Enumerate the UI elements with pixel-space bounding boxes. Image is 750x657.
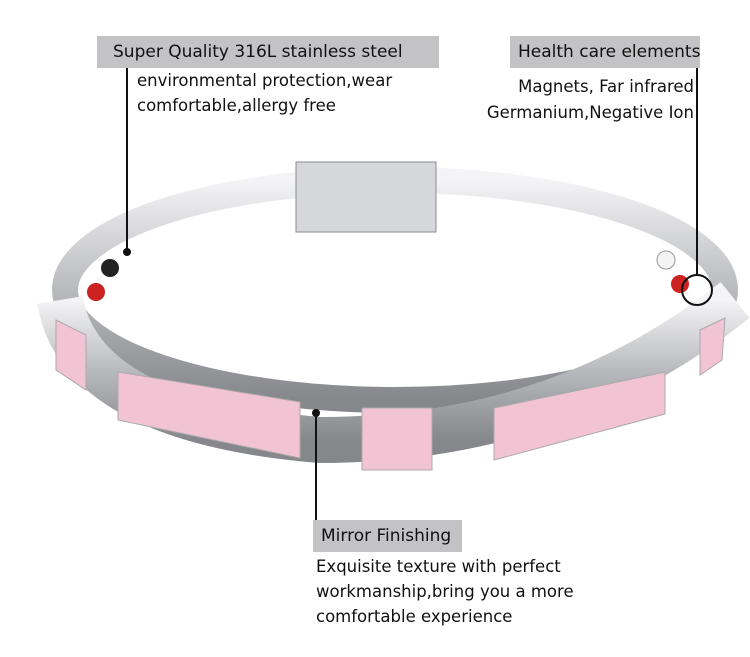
bracelet-front-band xyxy=(37,282,750,464)
magnet xyxy=(101,259,119,277)
callout-steel-line: comfortable,allergy free xyxy=(137,96,336,115)
pink-panel xyxy=(361,407,433,471)
callout-health-line: Magnets, Far infrared xyxy=(518,77,694,96)
pink-panel xyxy=(55,319,87,391)
callout-finish-line: Exquisite texture with perfect xyxy=(316,557,561,576)
magnet xyxy=(87,283,105,301)
callout-steel-line: environmental protection,wear xyxy=(137,71,393,90)
pointer-line-steel xyxy=(126,68,128,252)
pink-panel xyxy=(699,317,726,376)
pointer-line-finish xyxy=(315,413,317,521)
pink-panel xyxy=(117,371,301,459)
pink-panel xyxy=(493,371,666,461)
pointer-dot xyxy=(123,248,131,256)
pointer-line-health xyxy=(696,68,698,276)
callout-health-line: Germanium,Negative Ion xyxy=(486,103,694,122)
callout-health-title: Health care elements xyxy=(510,36,700,68)
clasp xyxy=(295,161,437,233)
callout-steel-title: Super Quality 316L stainless steel xyxy=(97,36,439,68)
callout-finish-line: workmanship,bring you a more xyxy=(316,582,574,601)
magnet xyxy=(656,250,676,270)
callout-finish-title: Mirror Finishing xyxy=(313,520,462,552)
callout-finish-line: comfortable experience xyxy=(316,607,513,626)
magnet xyxy=(671,275,689,293)
